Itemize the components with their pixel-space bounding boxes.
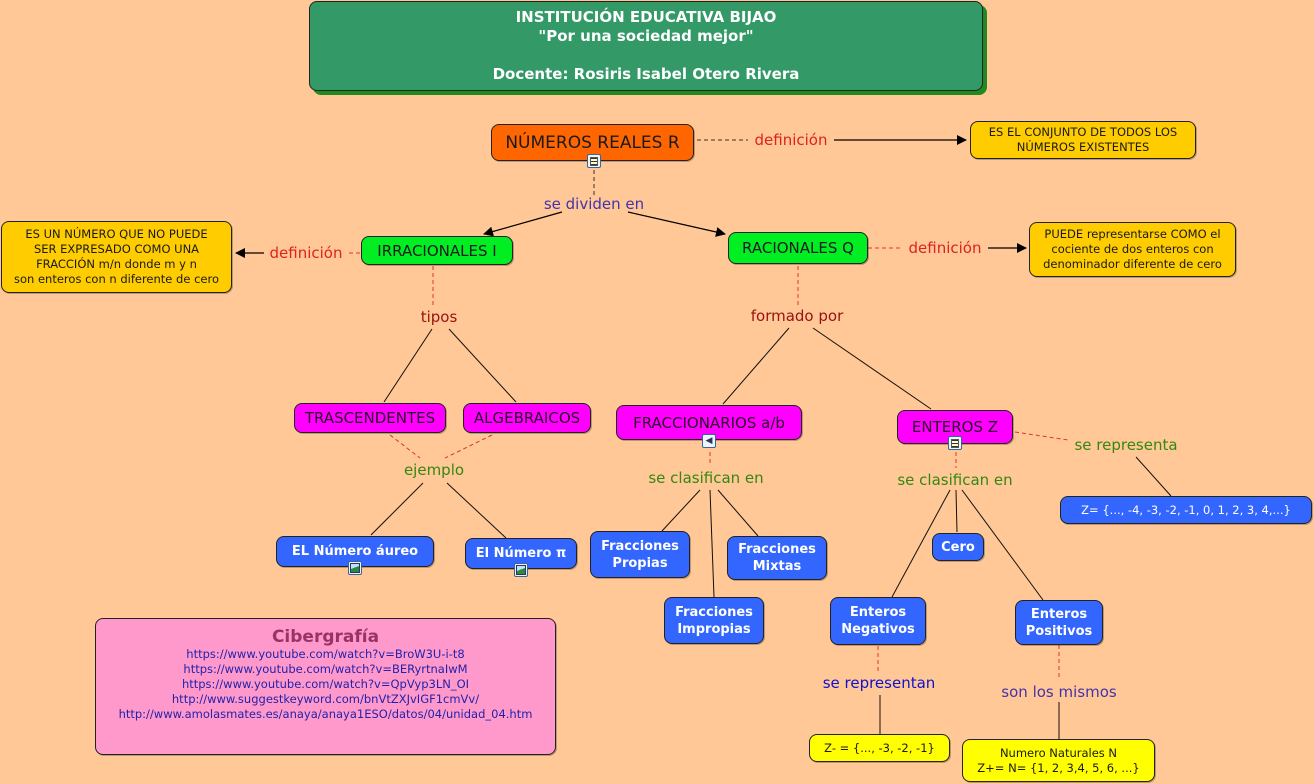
cibergrafia-box: Cibergrafía https://www.youtube.com/watc… — [95, 618, 556, 755]
concept-fracciones-impropias[interactable]: Fracciones Impropias — [664, 597, 764, 644]
concept-enteros-positivos[interactable]: Enteros Positivos — [1015, 600, 1103, 645]
line-formado-frac — [722, 327, 790, 405]
concept-label: EL Número áureo — [291, 544, 419, 559]
line-representa-zset — [1135, 456, 1172, 497]
concept-naturales[interactable]: Numero Naturales N Z+= N= {1, 2, 3,4, 5,… — [962, 739, 1155, 782]
concept-label: ALGEBRAICOS — [473, 409, 581, 427]
image-icon[interactable] — [514, 563, 528, 577]
link-phrase-definicion: definición — [908, 239, 982, 257]
concept-irracionales[interactable]: IRRACIONALES I — [361, 236, 513, 265]
concept-fracciones-mixtas[interactable]: Fracciones Mixtas — [727, 536, 827, 580]
teacher-name: Docente: Rosiris Isabel Otero Rivera — [492, 65, 800, 83]
line-clas-mixtas — [717, 489, 759, 537]
concept-numero-aureo[interactable]: EL Número áureo — [276, 536, 434, 567]
definition-racionales: PUEDE representarse COMO el cociente de … — [1029, 222, 1236, 277]
link-phrase-se-representa: se representa — [1074, 436, 1178, 454]
audio-icon[interactable] — [702, 434, 716, 448]
line-tipos-alg — [448, 328, 517, 403]
text-line: Z+= N= {1, 2, 3,4, 5, 6, ...} — [977, 760, 1140, 775]
concept-numeros-reales[interactable]: NÚMEROS REALES R — [491, 124, 694, 161]
concept-label: FRACCIONARIOS a/b — [633, 413, 785, 432]
institution-motto: "Por una sociedad mejor" — [538, 27, 754, 45]
reference-link[interactable]: http://www.amolasmates.es/anaya/anaya1ES… — [118, 707, 533, 721]
institution-name: INSTITUCIÓN EDUCATIVA BIJAO — [515, 8, 777, 26]
concept-cero[interactable]: Cero — [932, 533, 984, 561]
text-line: ES UN NÚMERO QUE NO PUEDE — [25, 227, 208, 241]
link-tras-ejemplo — [389, 434, 421, 459]
concept-label: TRASCENDENTES — [304, 409, 436, 427]
link-phrase-definicion: definición — [269, 244, 343, 262]
concept-label: IRRACIONALES I — [377, 241, 497, 260]
text-line: Negativos — [841, 622, 915, 637]
concept-z-set[interactable]: Z= {..., -4, -3, -2, -1, 0, 1, 2, 3, 4,.… — [1060, 496, 1312, 524]
text-line: Enteros — [849, 605, 907, 620]
document-icon[interactable] — [948, 436, 962, 450]
text-line: Mixtas — [752, 559, 802, 574]
text-line: Positivos — [1025, 623, 1093, 639]
concept-z-minus[interactable]: Z- = {..., -3, -2, -1} — [809, 734, 950, 762]
line-clas-propias — [661, 489, 701, 532]
link-phrase-se-dividen-en: se dividen en — [543, 195, 645, 213]
text-line: PUEDE representarse COMO el — [1044, 227, 1221, 241]
link-phrase-son-los-mismos: son los mismos — [1001, 683, 1117, 701]
document-icon[interactable] — [587, 154, 601, 168]
text-line: Propias — [612, 555, 668, 571]
concept-algebraicos[interactable]: ALGEBRAICOS — [463, 403, 591, 433]
text-line: Fracciones — [738, 542, 816, 557]
concept-label: RACIONALES Q — [742, 239, 854, 257]
line-tipos-tras — [383, 328, 433, 403]
concept-racionales[interactable]: RACIONALES Q — [728, 232, 868, 264]
definition-reales: ES EL CONJUNTO DE TODOS LOS NÚMEROS EXIS… — [970, 121, 1196, 159]
text-line: Fracciones — [601, 538, 679, 554]
concept-label: NÚMEROS REALES R — [505, 132, 680, 153]
reference-link[interactable]: https://www.youtube.com/watch?v=BroW3U-i… — [186, 647, 465, 661]
line-clas-impropias — [709, 489, 715, 598]
text-line: cociente de dos enteros con — [1051, 242, 1214, 256]
reference-link[interactable]: https://www.youtube.com/watch?v=BERyrtna… — [183, 662, 468, 676]
link-alg-ejemplo — [444, 434, 493, 459]
link-phrase-se-clasifican-en: se clasifican en — [897, 471, 1013, 489]
concept-enteros-negativos[interactable]: Enteros Negativos — [830, 597, 926, 645]
link-phrase-se-clasifican-en: se clasifican en — [648, 469, 764, 487]
line-ejemplo-pi — [446, 482, 507, 539]
text-line: Fracciones — [675, 604, 753, 620]
line-ejemplo-aureo — [370, 482, 424, 536]
line-formado-ent — [812, 327, 932, 410]
text-line: ES EL CONJUNTO DE TODOS LOS — [988, 125, 1178, 139]
concept-label: ENTEROS Z — [911, 418, 999, 436]
concept-label: Cero — [941, 539, 975, 555]
text-line: FRACCIÓN m/n donde m y n — [36, 257, 197, 271]
header-banner: INSTITUCIÓN EDUCATIVA BIJAO "Por una soc… — [309, 1, 983, 91]
definition-irracionales: ES UN NÚMERO QUE NO PUEDE SER EXPRESADO … — [1, 221, 232, 293]
image-icon[interactable] — [348, 561, 362, 575]
link-ent-representa — [1014, 431, 1069, 441]
reference-link[interactable]: http://www.suggestkeyword.com/bnVtZXJvIG… — [171, 692, 480, 706]
text-line: son enteros con n diferente de cero — [14, 272, 219, 286]
link-phrase-formado-por: formado por — [750, 307, 844, 325]
concept-fracciones-propias[interactable]: Fracciones Propias — [590, 531, 690, 578]
text-line: Impropias — [677, 621, 751, 637]
arrow-to-irracionales — [483, 211, 563, 237]
arrow-to-racionales — [627, 211, 726, 237]
concept-trascendentes[interactable]: TRASCENDENTES — [294, 403, 446, 433]
link-phrase-tipos: tipos — [420, 308, 458, 326]
cibergrafia-title: Cibergrafía — [271, 627, 380, 647]
text-line: denominador diferente de cero — [1043, 257, 1222, 271]
reference-link[interactable]: https://www.youtube.com/watch?v=QpVyp3LN… — [181, 677, 470, 691]
concept-label: Z- = {..., -3, -2, -1} — [824, 740, 935, 755]
link-phrase-ejemplo: ejemplo — [403, 461, 465, 479]
link-phrase-definicion: definición — [754, 131, 828, 149]
link-phrase-se-representan: se representan — [822, 674, 936, 692]
concept-label: Z= {..., -4, -3, -2, -1, 0, 1, 2, 3, 4,.… — [1081, 503, 1291, 517]
text-line: NÚMEROS EXISTENTES — [1016, 140, 1150, 154]
concept-label: El Número π — [475, 546, 567, 561]
text-line: Numero Naturales N — [999, 745, 1118, 760]
text-line: SER EXPRESADO COMO UNA — [33, 242, 200, 256]
line-clas-cero — [955, 489, 958, 533]
text-line: Enteros — [1030, 606, 1088, 622]
